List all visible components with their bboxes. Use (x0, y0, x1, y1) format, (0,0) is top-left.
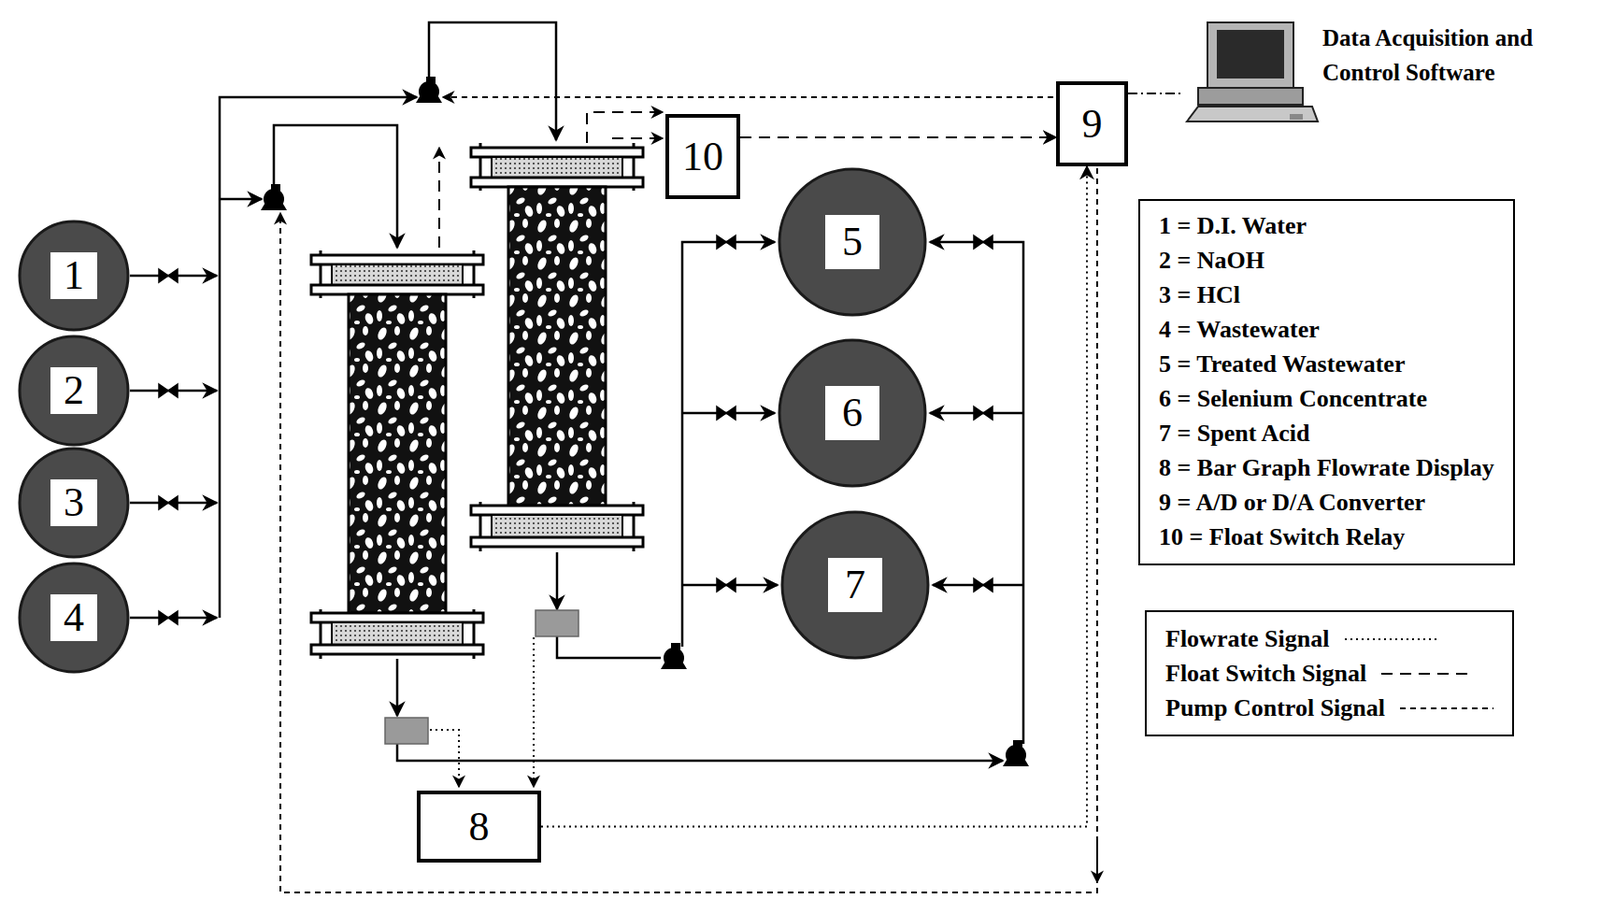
legend-row: Float Switch Signal (1165, 656, 1496, 691)
signal-legend: Flowrate SignalFloat Switch SignalPump C… (1144, 610, 1515, 737)
node-label: 3 (63, 482, 85, 524)
signal-line (1128, 92, 1185, 95)
legend-sample (1342, 632, 1441, 646)
node-label: 2 = NaOH (1158, 242, 1495, 278)
node-label: 8 (469, 806, 490, 848)
flowmeter (535, 610, 579, 637)
node-label: 7 (844, 564, 866, 606)
node-label: 10 (682, 136, 724, 178)
source-tank: 4 (17, 561, 130, 674)
pump-symbol (260, 184, 287, 211)
signal-line (740, 136, 1057, 139)
legend-label: Pump Control Signal (1165, 694, 1386, 723)
node-label: 5 (842, 221, 863, 263)
node-label: Data Acquisition and Control Software (1322, 20, 1586, 90)
node-label: 6 (842, 392, 863, 434)
product-tank: 7 (780, 510, 930, 660)
legend-label: Flowrate Signal (1165, 625, 1330, 654)
pump-symbol (1002, 740, 1029, 767)
ion-exchange-column (471, 142, 643, 552)
node-label: 10 = Float Switch Relay (1158, 519, 1495, 555)
control-computer: Data Acquisition and Control Software (1184, 20, 1586, 90)
source-tank: 3 (17, 446, 130, 559)
node-label: 3 = HCl (1158, 277, 1495, 313)
number-key: 1 = D.I. Water2 = NaOH3 = HCl4 = Wastewa… (1138, 199, 1515, 566)
product-tank: 6 (777, 338, 928, 488)
node-label: 5 = Treated Wastewater (1158, 346, 1495, 382)
legend-label: Float Switch Signal (1165, 659, 1367, 688)
pump-symbol (415, 76, 443, 103)
computer-icon (1186, 22, 1318, 122)
node-label: 9 = A/D or D/A Converter (1158, 485, 1495, 520)
node-label: 4 = Wastewater (1158, 312, 1495, 347)
flowmeter (385, 717, 429, 744)
ion-exchange-column (311, 250, 484, 659)
signal-line (541, 166, 1087, 828)
source-tank: 1 (17, 219, 130, 332)
legend-sample (1398, 701, 1496, 715)
node-label: 4 (63, 597, 85, 639)
product-tank: 5 (777, 167, 928, 317)
node-label: 9 (1082, 103, 1103, 145)
source-tank: 2 (17, 334, 130, 447)
node-label: 7 = Spent Acid (1158, 415, 1495, 451)
relay-box: 10 (665, 114, 741, 200)
legend-row: Pump Control Signal (1165, 690, 1496, 726)
node-label: 2 (63, 370, 85, 412)
node-label: 8 = Bar Graph Flowrate Display (1158, 450, 1495, 486)
converter-box: 9 (1056, 81, 1129, 167)
legend-row: Flowrate Signal (1165, 621, 1496, 657)
node-label: 6 = Selenium Concentrate (1158, 381, 1495, 416)
node-label: 1 (63, 255, 85, 297)
legend-sample (1379, 667, 1477, 681)
node-label: 1 = D.I. Water (1158, 208, 1495, 243)
flowrate-display: 8 (416, 790, 542, 863)
pump-symbol (660, 642, 687, 670)
